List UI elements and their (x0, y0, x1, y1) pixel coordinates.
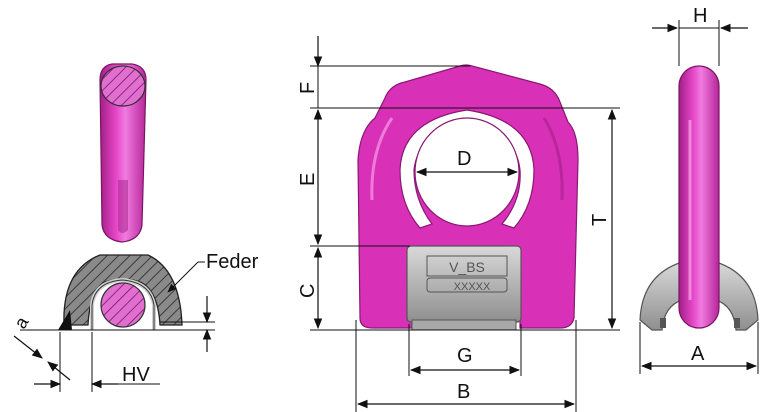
label-d: D (457, 148, 471, 170)
label-f: F (297, 82, 319, 94)
block-code-marking: XXXXX (454, 281, 491, 293)
ring-shank (99, 63, 147, 243)
front-dimensions (310, 36, 620, 412)
weld-fillet (58, 310, 72, 330)
front-view (357, 64, 579, 331)
label-c: C (297, 284, 319, 298)
ring-side (678, 65, 720, 329)
block-brand-marking: V_BS (449, 259, 485, 275)
label-h: H (693, 5, 707, 27)
label-g: G (457, 345, 473, 367)
label-hv: HV (122, 364, 150, 386)
side-section-view (13, 63, 215, 392)
label-b: B (457, 381, 470, 403)
side-view (639, 65, 759, 331)
side-dimensions (639, 20, 759, 374)
label-t: T (589, 214, 611, 226)
label-a: a (10, 312, 33, 332)
shank-section (100, 65, 146, 107)
label-feder: Feder (206, 251, 259, 273)
label-e: E (297, 173, 319, 186)
ring-bottom-section (100, 282, 146, 328)
label-a-width: A (691, 343, 705, 365)
